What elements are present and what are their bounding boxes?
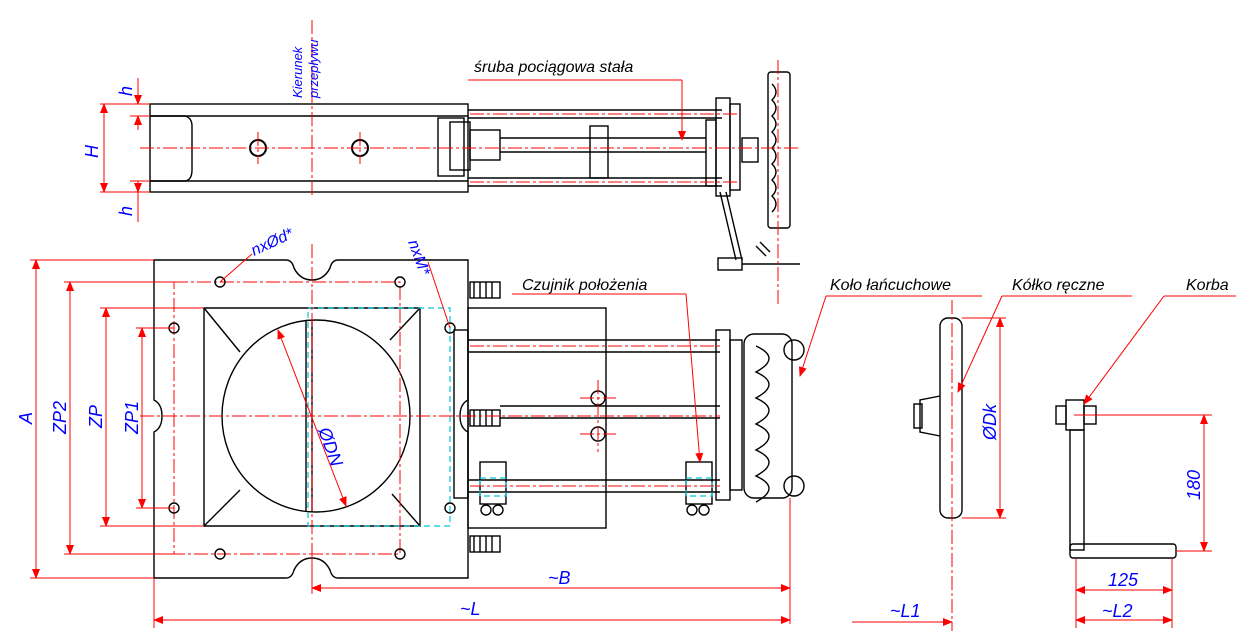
crank-view <box>1055 399 1177 559</box>
front-view-hidden <box>307 307 713 527</box>
front-view <box>153 259 805 579</box>
dim-A: A <box>16 412 36 425</box>
crank-dimensions <box>1074 295 1236 628</box>
flow-direction-label-2: przepływu <box>306 39 321 99</box>
crank-label: Korba <box>1186 277 1229 294</box>
dim-h-top: h <box>116 86 136 96</box>
chain-wheel-label: Koło łańcuchowe <box>830 277 951 294</box>
dim-threads: nxM* <box>404 238 433 279</box>
top-view-centerlines <box>140 20 800 304</box>
dim-L: ~L <box>460 599 481 619</box>
dim-crank-height: 180 <box>1184 470 1204 500</box>
front-view-centerlines <box>140 244 720 590</box>
dim-Dk: ØDk <box>980 403 1000 441</box>
trapezoid-screw-label: śruba pociągowa stała <box>474 59 633 76</box>
dim-B: ~B <box>548 568 571 588</box>
dim-h-bottom: h <box>116 206 136 216</box>
dim-ZP1: ZP1 <box>122 401 142 435</box>
dim-H: H <box>82 144 102 158</box>
dim-DN: ØDN <box>314 424 347 470</box>
dim-holes: nxØd* <box>249 225 297 260</box>
dim-crank-length: 125 <box>1108 570 1139 590</box>
dim-ZP2: ZP2 <box>50 401 70 435</box>
position-sensor-label: Czujnik położenia <box>522 277 648 294</box>
front-view-dimensions <box>30 253 982 628</box>
handwheel-view <box>913 317 963 519</box>
dim-ZP: ZP <box>86 405 106 429</box>
top-view-dimensions <box>100 78 686 222</box>
dim-L2: ~L2 <box>1102 601 1133 621</box>
flow-direction-label-1: Kierunek <box>290 45 305 98</box>
handwheel-dimensions <box>852 295 1132 631</box>
handwheel-label: Kółko ręczne <box>1012 277 1105 294</box>
dim-L1: ~L1 <box>890 601 921 621</box>
top-view <box>149 71 800 271</box>
